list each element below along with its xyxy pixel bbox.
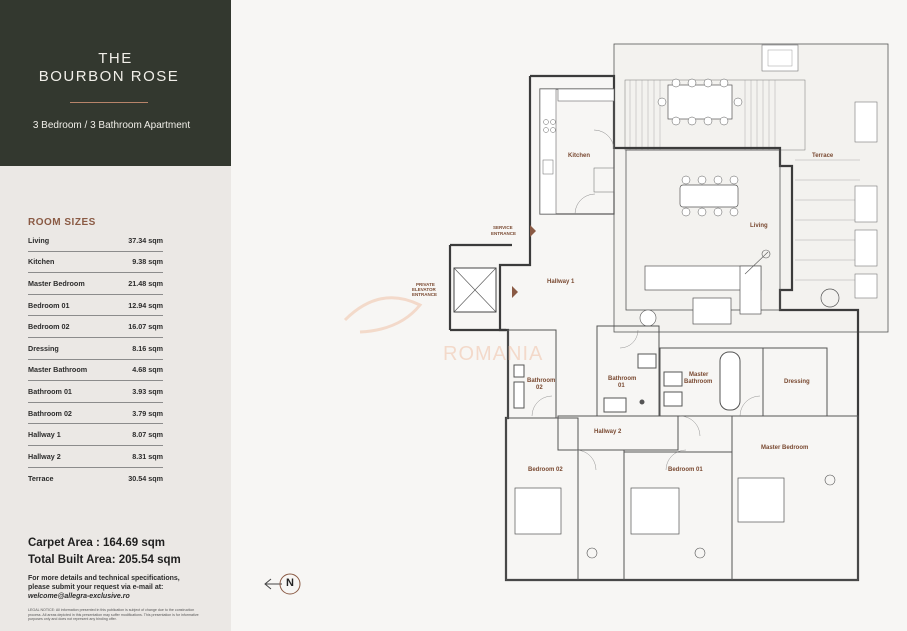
room-size-row: Master Bathroom 4.68 sqm [28, 360, 163, 382]
label-bathroom-01-a: Bathroom [608, 376, 636, 382]
room-name: Bedroom 01 [28, 300, 70, 310]
title-divider [70, 102, 148, 103]
label-bedroom-02: Bedroom 02 [528, 467, 563, 473]
watermark-logo: ROMANIA [343, 296, 543, 365]
room-area: 30.54 sqm [128, 473, 163, 483]
room-name: Master Bathroom [28, 365, 88, 375]
room-size-row: Hallway 2 8.31 sqm [28, 446, 163, 468]
label-service-1: SERVICE [493, 225, 513, 230]
room-size-row: Living 37.34 sqm [28, 230, 163, 252]
label-bathroom-02-b: 02 [536, 385, 543, 391]
exterior-walls [448, 74, 860, 582]
room-size-row: Bedroom 02 16.07 sqm [28, 316, 163, 338]
room-size-row: Bathroom 01 3.93 sqm [28, 381, 163, 403]
contact-line-1: For more details and technical specifica… [28, 575, 180, 582]
carpet-area: Carpet Area : 164.69 sqm [28, 537, 166, 549]
info-panel: THE BOURBON ROSE 3 Bedroom / 3 Bathroom … [0, 0, 231, 631]
contact-email[interactable]: welcome@allegra-exclusive.ro [28, 593, 130, 600]
room-name: Bathroom 01 [28, 386, 72, 396]
title-block: THE BOURBON ROSE 3 Bedroom / 3 Bathroom … [0, 0, 231, 166]
room-size-row: Terrace 30.54 sqm [28, 468, 163, 490]
contact-line-2: please submit your request via e-mail at… [28, 584, 164, 591]
label-private-2: ELEVATOR [412, 287, 437, 292]
room-size-row: Dressing 8.16 sqm [28, 338, 163, 360]
label-hallway-1: Hallway 1 [547, 279, 575, 285]
room-name: Living [28, 235, 50, 245]
elevator [453, 225, 536, 313]
room-area: 16.07 sqm [128, 322, 163, 332]
room-size-row: Master Bedroom 21.48 sqm [28, 273, 163, 295]
watermark-text: ROMANIA [443, 343, 543, 365]
label-bathroom-01-b: 01 [618, 383, 625, 389]
apartment-subtitle: 3 Bedroom / 3 Bathroom Apartment [32, 120, 191, 131]
room-size-row: Bedroom 01 12.94 sqm [28, 295, 163, 317]
north-arrow-icon: N [262, 570, 302, 598]
room-name: Hallway 2 [28, 451, 61, 461]
room-sizes-title: ROOM SIZES [28, 217, 96, 228]
room-size-row: Kitchen 9.38 sqm [28, 252, 163, 274]
label-bathroom-02-a: Bathroom [527, 378, 555, 384]
title-line-2: BOURBON ROSE [38, 68, 180, 85]
label-kitchen: Kitchen [568, 153, 590, 159]
label-service-2: ENTRANCE [491, 231, 516, 236]
kitchen-room [539, 88, 615, 215]
label-terrace: Terrace [812, 153, 834, 159]
room-area: 9.38 sqm [132, 257, 163, 267]
label-master-bedroom: Master Bedroom [761, 445, 808, 451]
bathrooms [507, 325, 828, 419]
room-name: Terrace [28, 473, 54, 483]
label-living: Living [750, 223, 768, 229]
room-name: Bedroom 02 [28, 322, 70, 332]
room-name: Hallway 1 [28, 430, 61, 440]
room-size-row: Bathroom 02 3.79 sqm [28, 403, 163, 425]
room-area: 8.16 sqm [132, 343, 163, 353]
label-master-bath-b: Bathroom [684, 379, 712, 385]
label-hallway-2: Hallway 2 [594, 429, 622, 435]
label-dressing: Dressing [784, 379, 810, 385]
beds [514, 477, 785, 535]
room-area: 3.79 sqm [132, 408, 163, 418]
room-area: 21.48 sqm [128, 278, 163, 288]
room-name: Kitchen [28, 257, 55, 267]
room-area: 12.94 sqm [128, 300, 163, 310]
room-area: 37.34 sqm [128, 235, 163, 245]
label-bedroom-01: Bedroom 01 [668, 467, 703, 473]
room-size-row: Hallway 1 8.07 sqm [28, 424, 163, 446]
total-built-area: Total Built Area: 205.54 sqm [28, 554, 181, 566]
room-name: Dressing [28, 343, 59, 353]
room-area: 3.93 sqm [132, 386, 163, 396]
room-area: 8.07 sqm [132, 430, 163, 440]
living-room [625, 149, 781, 327]
floor-plan: ROMANIA Kitchen Terrace Living SERVICE E… [343, 43, 889, 582]
legal-notice: LEGAL NOTICE: All information presented … [28, 608, 199, 621]
contact-info: For more details and technical specifica… [28, 574, 198, 601]
label-private-3: ENTRANCE [412, 292, 437, 297]
label-private-1: PRIVATE [416, 282, 435, 287]
room-area: 4.68 sqm [132, 365, 163, 375]
room-name: Master Bedroom [28, 278, 85, 288]
title-line-1: THE [98, 50, 133, 67]
room-name: Bathroom 02 [28, 408, 72, 418]
north-letter: N [286, 577, 294, 589]
bedrooms [505, 415, 859, 581]
label-master-bath-a: Master [689, 372, 709, 378]
room-area: 8.31 sqm [132, 451, 163, 461]
